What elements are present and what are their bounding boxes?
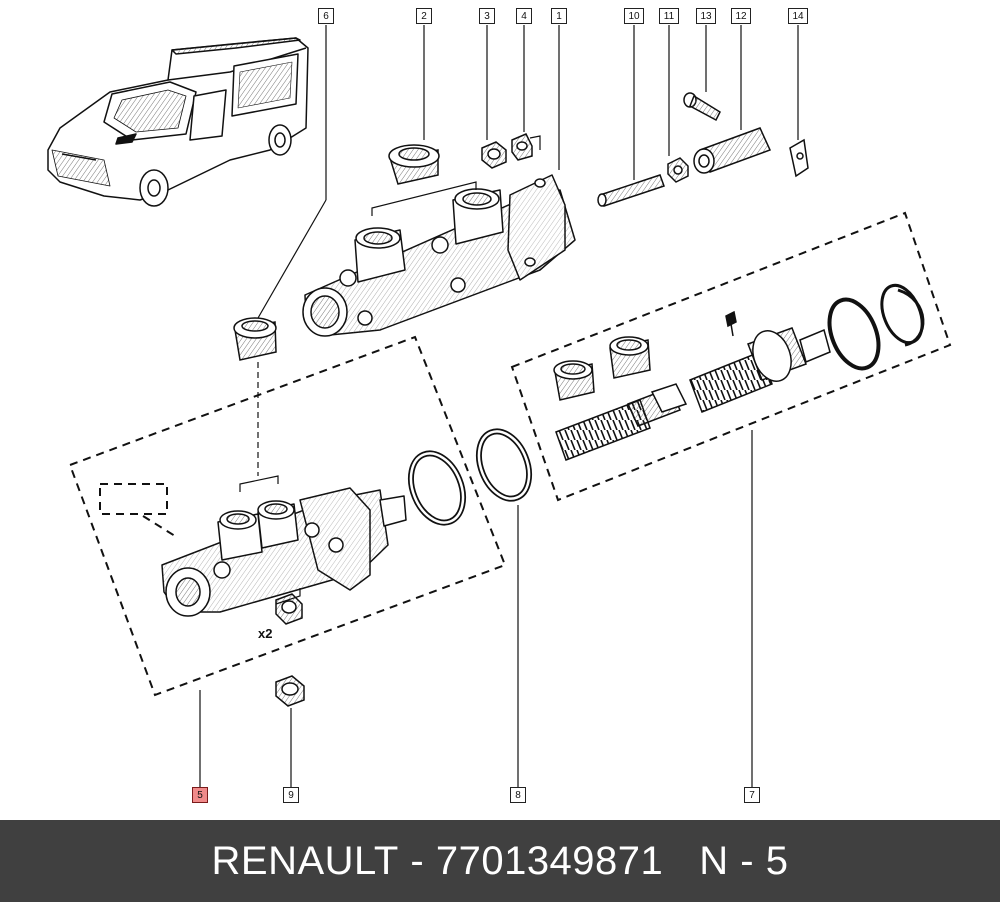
bolt-13 (683, 92, 721, 122)
master-cylinder-assembled (302, 174, 576, 337)
clip-14 (789, 138, 809, 178)
part-info-footer: RENAULT - 7701349871 N - 5 (0, 820, 1000, 902)
exploded-parts-diagram (47, 25, 952, 787)
callout-14[interactable]: 14 (788, 8, 808, 24)
part-number: 7701349871 (435, 838, 664, 883)
quantity-label: x2 (258, 626, 273, 641)
nut-11 (667, 157, 689, 183)
callout-2[interactable]: 2 (416, 8, 432, 24)
kit-7-internals (553, 283, 925, 461)
callout-7[interactable]: 7 (744, 787, 760, 803)
callout-5[interactable]: 5 (192, 787, 208, 803)
kit-7-outline (510, 211, 952, 502)
pushrod-10 (597, 174, 665, 207)
reservoir-seal-2 (388, 144, 440, 185)
nut-pair (275, 593, 303, 625)
callout-4[interactable]: 4 (516, 8, 532, 24)
clevis-12 (693, 127, 772, 174)
leader-lines (199, 25, 799, 787)
master-cylinder-body-5 (161, 487, 407, 617)
callout-12[interactable]: 12 (731, 8, 751, 24)
footer-separator (399, 839, 411, 884)
o-ring-seal (407, 428, 533, 526)
nut-3 (481, 141, 507, 169)
callout-11[interactable]: 11 (659, 8, 679, 24)
diagram-position: N - 5 (699, 838, 789, 883)
van-illustration (47, 37, 309, 207)
callout-13[interactable]: 13 (696, 8, 716, 24)
brand-name: RENAULT (211, 838, 399, 883)
callout-9[interactable]: 9 (283, 787, 299, 803)
kit-5-outline (68, 335, 507, 697)
callout-3[interactable]: 3 (479, 8, 495, 24)
callout-1[interactable]: 1 (551, 8, 567, 24)
reservoir-seal-6 (233, 317, 277, 361)
washer-4 (511, 133, 533, 161)
callout-8[interactable]: 8 (510, 787, 526, 803)
footer-separator-text: - (410, 838, 425, 883)
callout-6[interactable]: 6 (318, 8, 334, 24)
callout-10[interactable]: 10 (624, 8, 644, 24)
footer-space (424, 839, 436, 884)
nut-9 (275, 675, 305, 707)
